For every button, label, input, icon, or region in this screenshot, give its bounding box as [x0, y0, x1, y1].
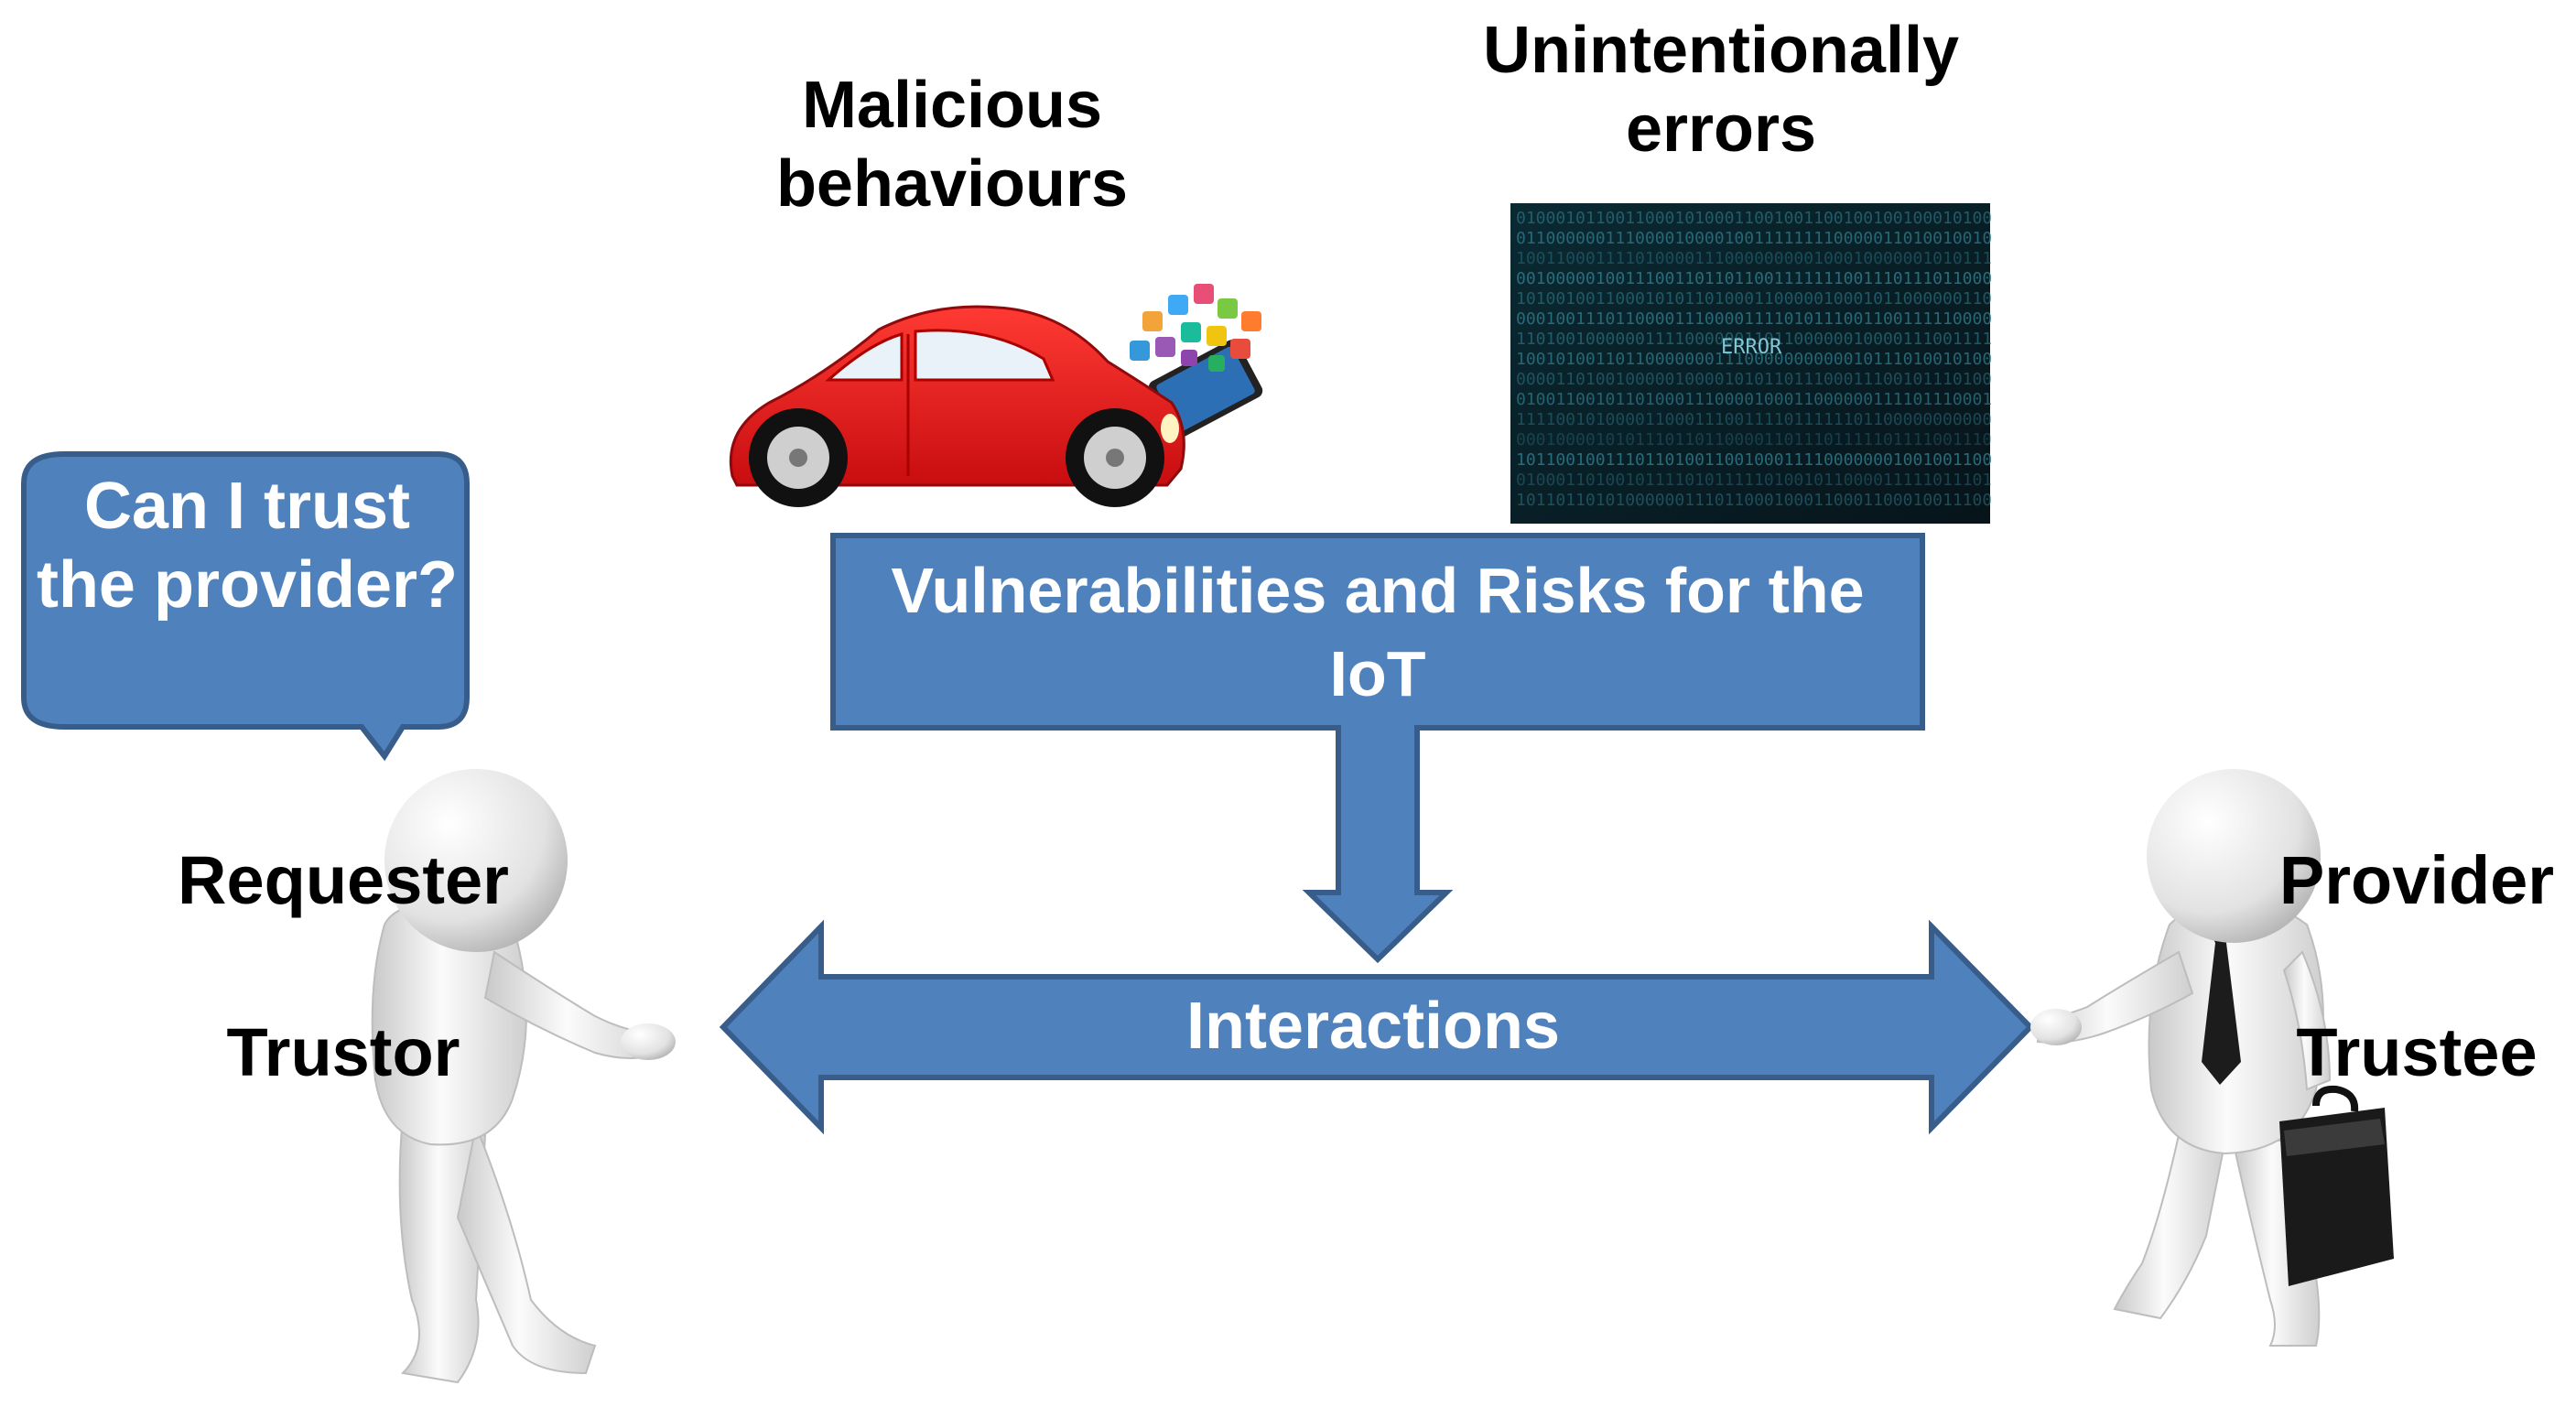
- binary-digit-row: 1111001010000110001110011110111111011000…: [1516, 410, 1992, 429]
- binary-digit-row: 1001100011110100001110000000001000100000…: [1516, 249, 1992, 268]
- app-icons-cluster: [1130, 284, 1261, 372]
- vulnerabilities-risks-label: Vulnerabilities and Risks for the IoT: [891, 555, 1865, 709]
- requester-label: Requester: [178, 842, 509, 918]
- vulnerabilities-box: [830, 533, 1925, 964]
- error-word: ERROR: [1721, 336, 1782, 359]
- binary-digit-row: 0110000001110000100001001111111100000110…: [1516, 229, 1992, 248]
- binary-digit-row: 0001001110110000111000011110101110011001…: [1516, 309, 1992, 329]
- trustor-label: Trustor: [226, 1014, 460, 1090]
- speech-bubble-text: Can I trust the provider?: [36, 470, 459, 622]
- binary-digit-row: 1010010011000101011010001100000100010110…: [1516, 289, 1992, 308]
- provider-label: Provider: [2278, 842, 2555, 918]
- binary-digit-row: 0000110100100000100001010110111000111001…: [1516, 370, 1992, 389]
- speech-bubble: [21, 451, 470, 762]
- error-code-screen: 0100010110011000101000110010011001001001…: [1510, 203, 1992, 524]
- malicious-behaviours-label: Malicious behaviours: [775, 69, 1129, 222]
- car-wheel-front: [1066, 408, 1164, 507]
- interactions-label: Interactions: [1185, 990, 1561, 1063]
- binary-digit-row: 1101001000000111100000011011000000100001…: [1516, 330, 1992, 349]
- binary-digit-row: 1001010011011000000011100000000000101110…: [1516, 350, 1992, 369]
- unintentional-errors-label: Unintentionally errors: [1483, 14, 1959, 167]
- binary-digit-row: 1011011010100000011101100010001100011000…: [1516, 491, 1992, 510]
- binary-digit-row: 0010000010011100110110110011111110011101…: [1516, 269, 1992, 288]
- binary-digit-row: 0001000010101110110110000110111011111011…: [1516, 430, 1992, 449]
- binary-digit-row: 0100011010010111101011111010010110000111…: [1516, 471, 1992, 490]
- binary-digit-row: 0100110010110100011100001000110000001111…: [1516, 390, 1992, 409]
- requester-figure: [371, 769, 676, 1384]
- briefcase-icon: [2279, 1085, 2394, 1286]
- car-wheel-rear: [749, 408, 848, 507]
- trustee-label: Trustee: [2296, 1014, 2538, 1090]
- malicious-car-illustration: [729, 284, 1263, 507]
- binary-digit-row: 1011001001110110100110010001111000000010…: [1516, 450, 1992, 470]
- binary-digit-row: 0100010110011000101000110010011001001001…: [1516, 209, 1992, 228]
- necktie-icon: [2202, 925, 2241, 1085]
- provider-figure: [2030, 769, 2394, 1347]
